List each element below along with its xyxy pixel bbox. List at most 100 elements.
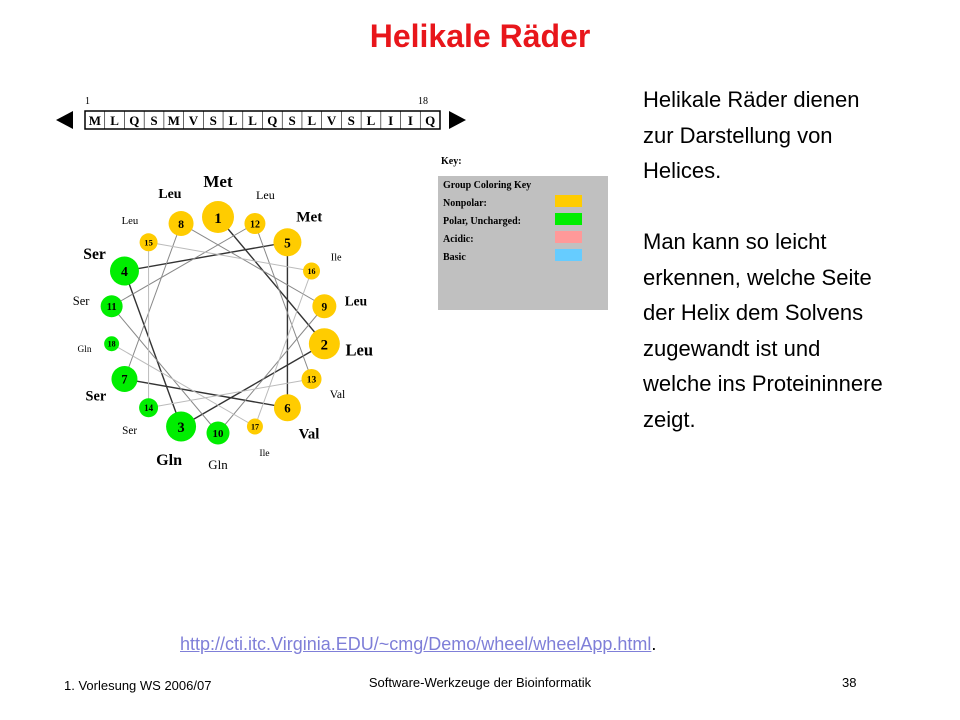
residue-9-label: Leu — [345, 293, 368, 308]
sequence-letter: Q — [267, 113, 277, 128]
residue-14-circle — [139, 398, 159, 418]
residue-14-label: Ser — [122, 425, 137, 437]
residue-1-label: Met — [203, 172, 233, 191]
slide-title: Helikale Räder — [369, 18, 591, 54]
residue-12-number: 12 — [250, 219, 260, 230]
residue-18-circle — [104, 336, 120, 352]
residue-6-number: 6 — [284, 402, 291, 416]
residue-2-circle — [308, 328, 340, 360]
sequence-letter: I — [408, 113, 413, 128]
wheel-connection-line — [254, 270, 313, 427]
sequence-letter: L — [307, 113, 316, 128]
key-entry-label: Acidic: — [443, 234, 474, 245]
residue-9-number: 9 — [322, 302, 328, 314]
sequence-letter: Q — [425, 113, 435, 128]
sequence-letter: I — [388, 113, 393, 128]
arrow-right-icon — [449, 111, 466, 129]
color-key: Key: Group Coloring Key Nonpolar:Polar, … — [438, 156, 608, 310]
description-line: Man kann so leicht — [643, 229, 827, 254]
sequence-start: 1 — [85, 96, 90, 107]
wheel-connection-line — [111, 223, 256, 307]
residue-6-label: Val — [299, 427, 320, 443]
sequence-letter: L — [367, 113, 376, 128]
residue-10-label: Gln — [208, 457, 228, 472]
key-entry-swatch — [555, 249, 582, 261]
residue-14-number: 14 — [144, 403, 154, 413]
residue-17-circle — [246, 418, 263, 435]
residue-7-circle — [111, 366, 138, 392]
residue-8-label: Leu — [158, 186, 181, 201]
residue-16-number: 16 — [307, 267, 315, 276]
key-entry-label: Basic — [443, 252, 466, 263]
wheel-connection-lines — [111, 216, 325, 434]
arrow-left-icon — [56, 111, 73, 129]
sequence-letter: L — [229, 113, 238, 128]
sequence-letter: L — [248, 113, 257, 128]
description-line: welche ins Proteininnere — [643, 371, 883, 396]
wheel-connection-line — [111, 343, 256, 427]
residue-15-label: Leu — [122, 215, 139, 227]
sequence-letter: V — [327, 113, 337, 128]
residue-15-circle — [139, 233, 158, 252]
residue-13-label: Val — [330, 388, 345, 401]
source-line: http://cti.itc.Virginia.EDU/~cmg/Demo/wh… — [180, 634, 656, 655]
footer-lecture: 1. Vorlesung WS 2006/07 — [64, 678, 212, 693]
description-line: der Helix dem Solvens — [643, 300, 864, 325]
residue-18-label: Gln — [78, 345, 92, 355]
residue-11-circle — [100, 295, 123, 318]
wheel-connection-line — [124, 378, 288, 409]
key-entry-swatch — [555, 213, 582, 225]
residue-8-number: 8 — [178, 217, 184, 231]
residue-7-number: 7 — [121, 373, 127, 387]
sequence-letter: M — [168, 113, 180, 128]
description-line: zugewandt ist und — [643, 335, 821, 361]
key-entry-swatch — [555, 231, 582, 243]
residue-7-label: Ser — [86, 389, 107, 405]
residue-16-label: Ile — [331, 252, 342, 263]
source-link-suffix: . — [651, 634, 657, 654]
residue-13-number: 13 — [307, 376, 317, 386]
residue-16-circle — [303, 262, 321, 280]
wheel-connection-line — [148, 378, 312, 409]
residue-2-number: 2 — [321, 337, 328, 353]
residue-5-number: 5 — [284, 235, 291, 250]
sequence-letter: L — [110, 113, 119, 128]
key-entry-label: Nonpolar: — [443, 198, 487, 209]
residue-9-circle — [312, 294, 337, 319]
wheel-connection-line — [180, 223, 325, 307]
residue-1-number: 1 — [214, 210, 222, 227]
residue-3-label: Gln — [156, 452, 182, 469]
residue-13-circle — [301, 369, 322, 389]
residue-10-number: 10 — [213, 428, 224, 440]
sequence-end: 18 — [418, 96, 428, 107]
residue-4-circle — [109, 256, 139, 286]
residue-1-circle — [202, 201, 234, 233]
residue-2-label: Leu — [346, 341, 374, 360]
sequence-letter: S — [348, 113, 355, 128]
residue-5-label: Met — [296, 209, 322, 226]
residue-11-number: 11 — [107, 302, 117, 313]
residue-3-number: 3 — [177, 420, 184, 436]
sequence-letter: Q — [129, 113, 139, 128]
description-line: Helices. — [643, 158, 722, 183]
residue-5-circle — [273, 228, 302, 257]
source-link[interactable]: http://cti.itc.Virginia.EDU/~cmg/Demo/wh… — [180, 634, 652, 654]
residue-17-number: 17 — [251, 422, 259, 431]
wheel-connection-line — [123, 223, 182, 380]
key-entry-swatch — [555, 195, 582, 207]
sequence-letter: S — [150, 113, 157, 128]
wheel-connection-line — [254, 223, 313, 380]
residue-8-circle — [168, 211, 194, 237]
description-line: zeigt. — [643, 406, 696, 432]
description-line: Helikale Räder dienen — [643, 87, 860, 112]
residue-4-number: 4 — [121, 264, 128, 279]
footer-page-number: 38 — [842, 675, 857, 690]
residue-11-label: Ser — [73, 294, 91, 308]
wheel-connection-line — [111, 305, 219, 434]
